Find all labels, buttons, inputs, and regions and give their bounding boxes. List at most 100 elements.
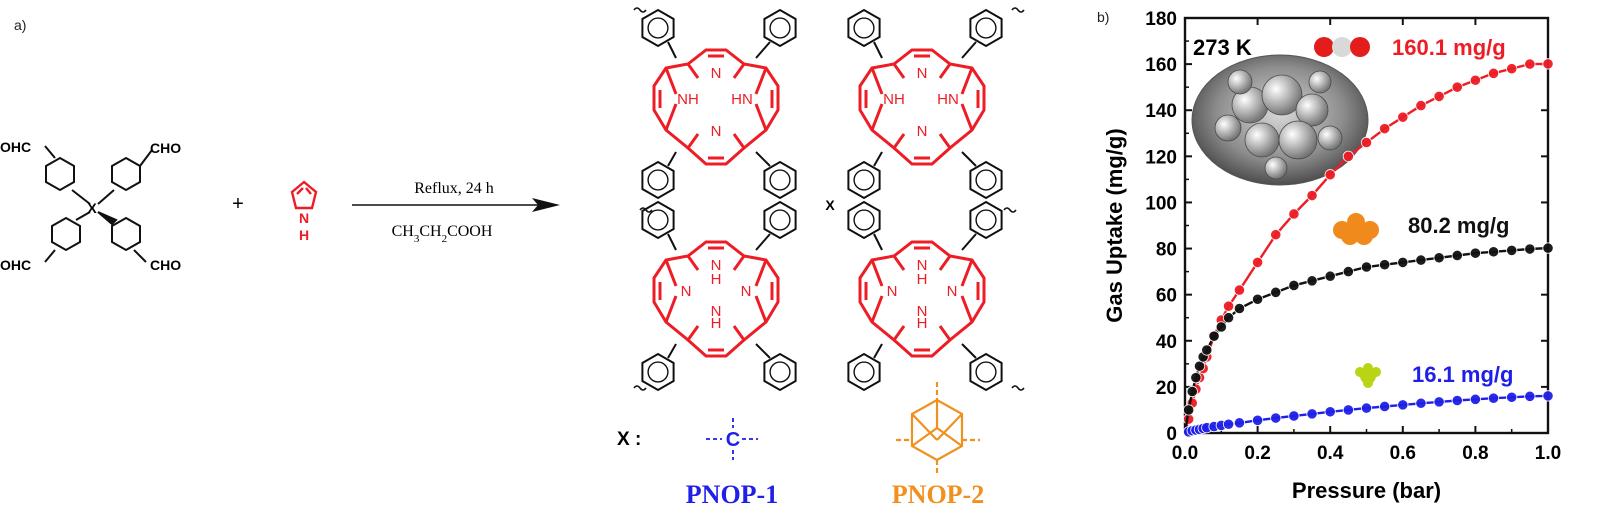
aldehyde-label: CHO	[150, 140, 181, 156]
co2-molecule-icon	[1314, 37, 1370, 57]
data-point	[1208, 330, 1220, 342]
porphyrin-bond	[892, 255, 906, 271]
y-tick-label: 60	[1156, 286, 1177, 307]
wavy-bond	[633, 7, 647, 13]
porphyrin-atom-label: N	[947, 283, 958, 300]
porphyrin-bond	[754, 103, 768, 131]
pyrrole-molecule	[290, 180, 318, 210]
data-point	[1360, 402, 1373, 414]
y-tick-label: 100	[1145, 193, 1177, 214]
porphyrin-atom-label: H	[917, 271, 928, 288]
wavy-bond	[1003, 207, 1017, 213]
propane-molecule-icon	[1333, 213, 1379, 245]
porphyrin-bond	[664, 103, 678, 131]
porphyrin-bond	[960, 103, 974, 131]
phenyl-ring	[969, 8, 1003, 48]
phenyl-ring	[969, 352, 1003, 392]
porphyrin-bond	[732, 255, 746, 271]
pnop-1-label: PNOP-1	[686, 480, 778, 509]
aromatic-circle	[975, 361, 997, 383]
data-point	[1288, 410, 1300, 422]
porphyrin-atom-label: N	[711, 303, 722, 320]
y-tick-label: 180	[1145, 9, 1177, 30]
x-axis-label: Pressure (bar)	[1292, 478, 1441, 503]
core-atom-label: X	[87, 200, 97, 216]
data-point	[1415, 100, 1427, 112]
aldehyde-label: OHC	[0, 257, 31, 273]
x-tick-label: 0.2	[1244, 443, 1270, 464]
carbon-atom	[1332, 37, 1352, 57]
aromatic-circle	[647, 17, 669, 39]
porphyrin-bond	[870, 295, 884, 323]
data-point	[1433, 252, 1445, 264]
benzene-ring	[45, 156, 75, 192]
y-tick-label: 40	[1156, 332, 1177, 353]
porphyrin-bond	[960, 67, 974, 95]
porphyrin-bond	[938, 255, 952, 271]
porphyrin-atom-label: HN	[731, 91, 753, 108]
aromatic-circle	[769, 169, 791, 191]
data-point	[1360, 261, 1373, 273]
phenyl-link	[755, 343, 771, 359]
data-point	[1487, 67, 1500, 79]
panel-b-label: b)	[1097, 9, 1109, 25]
porphyrin-bond	[938, 133, 952, 149]
phenyl-ring	[641, 200, 675, 240]
data-series	[1183, 390, 1554, 438]
aromatic-circle	[975, 169, 997, 191]
uptake-annotation: 80.2 mg/g	[1408, 213, 1509, 238]
plus-sign: +	[232, 193, 244, 215]
data-point	[1233, 302, 1246, 315]
atom	[1347, 221, 1365, 239]
porphyrin-bond	[754, 259, 768, 287]
solvent-label: CH3CH2COOH	[392, 223, 493, 245]
data-point	[1542, 390, 1554, 402]
panel-a-label: a)	[14, 17, 26, 33]
network-core-atom-label: X	[825, 197, 835, 213]
data-point	[1397, 256, 1409, 268]
porphyrin-bond	[892, 133, 906, 149]
methane-molecule-icon	[1355, 363, 1381, 388]
aromatic-circle	[647, 209, 669, 231]
benzene-ring	[51, 216, 81, 252]
phenyl-link	[755, 233, 771, 251]
data-point	[1215, 321, 1227, 333]
porphyrin-bond	[754, 67, 768, 95]
data-point	[1451, 81, 1463, 93]
sem-particle	[1244, 122, 1280, 158]
phenyl-link	[961, 343, 977, 359]
porphyrin-atom-label: N	[711, 123, 722, 140]
porphyrin-bond	[732, 63, 746, 79]
aromatic-circle	[769, 209, 791, 231]
phenyl-link	[667, 343, 677, 359]
phenyl-ring	[847, 352, 881, 392]
data-point	[1524, 243, 1536, 255]
data-series	[1183, 242, 1554, 434]
atom	[1371, 367, 1381, 377]
porphyrin-bond	[870, 103, 884, 131]
data-point	[1288, 279, 1300, 292]
data-point	[1506, 244, 1518, 256]
porphyrin-bond	[686, 255, 700, 271]
aromatic-circle	[769, 361, 791, 383]
data-point	[1233, 284, 1246, 296]
data-point	[1397, 399, 1409, 411]
data-point	[1201, 344, 1213, 356]
data-point	[1222, 418, 1235, 430]
reaction-conditions: Reflux, 24 h	[414, 180, 494, 197]
sem-inset-image	[1191, 54, 1369, 186]
phenyl-link	[961, 233, 977, 251]
atom	[1363, 363, 1373, 373]
wavy-bond	[1011, 7, 1025, 13]
data-point	[1222, 312, 1235, 324]
aldehyde-label: CHO	[150, 257, 181, 273]
phenyl-link	[873, 343, 883, 359]
aromatic-circle	[769, 17, 791, 39]
y-tick-label: 80	[1156, 240, 1177, 261]
sem-particle	[1278, 120, 1318, 160]
porphyrin-bond	[892, 325, 906, 341]
